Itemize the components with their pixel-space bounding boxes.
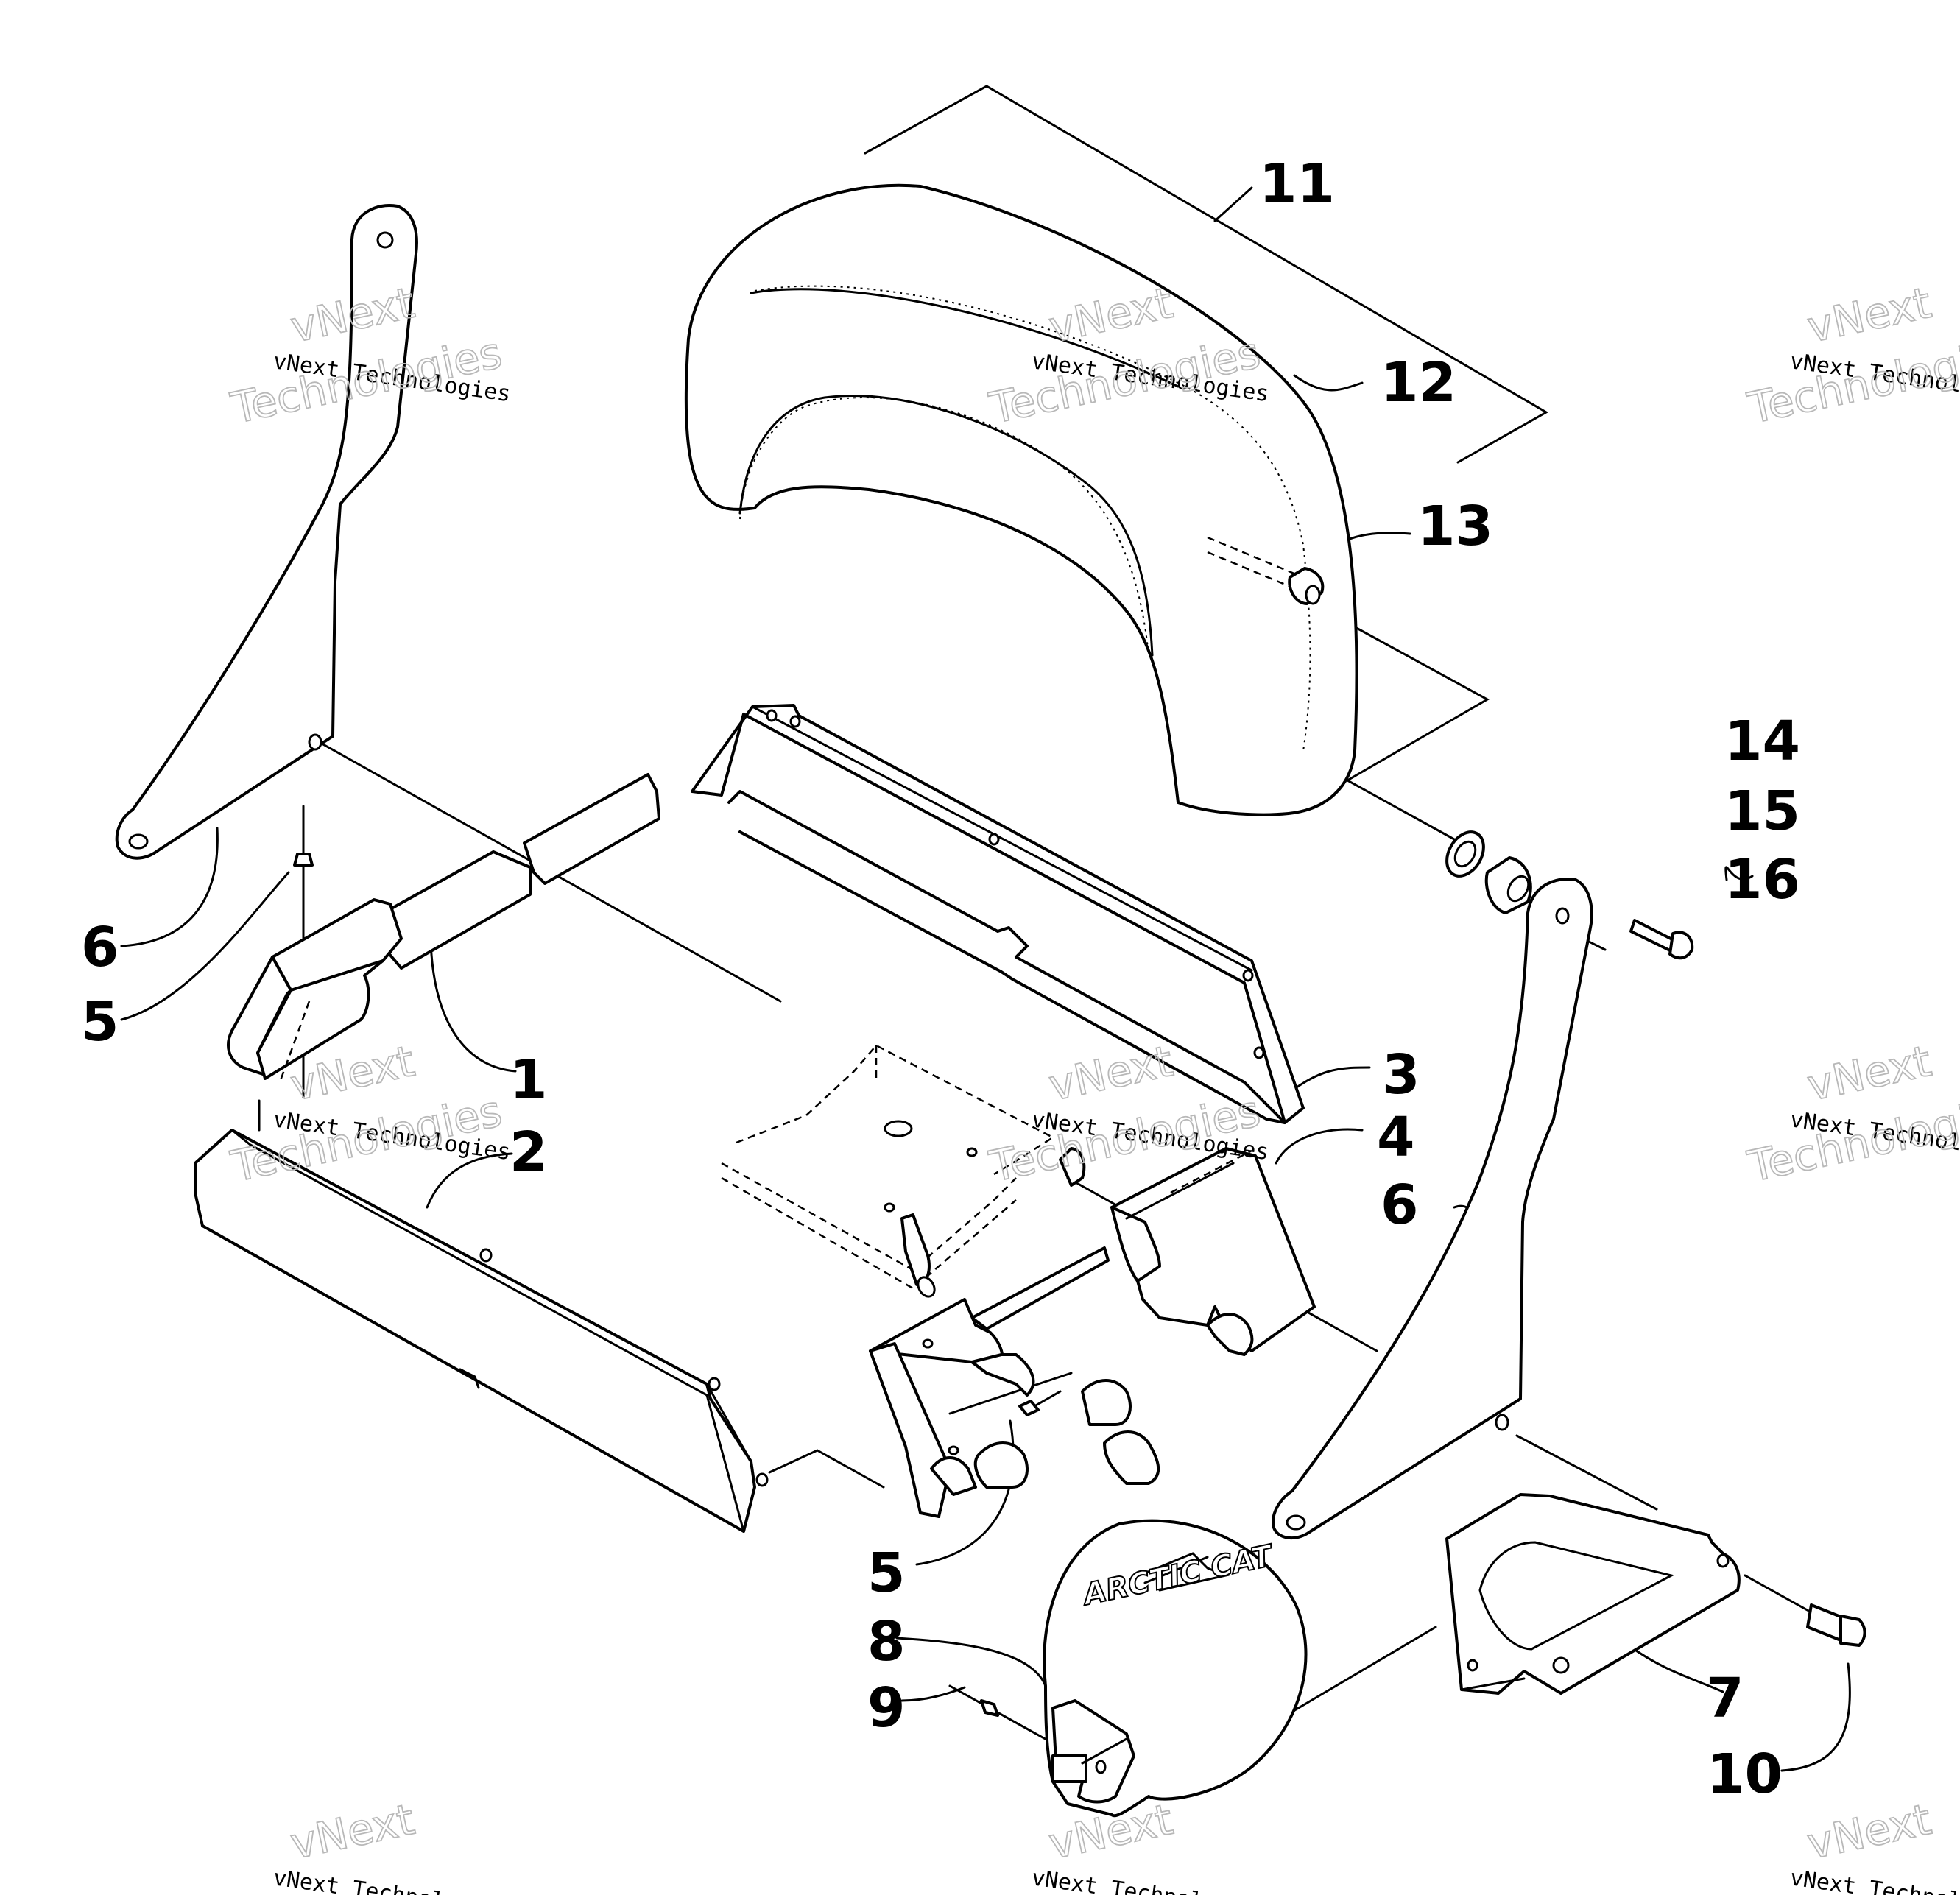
svg-text:vNext: vNext (286, 1794, 419, 1869)
callout-16: 16 (1724, 848, 1800, 911)
svg-text:Technologies: Technologies (227, 1086, 507, 1192)
callout-9: 9 (867, 1676, 906, 1740)
svg-text:vNext: vNext (1045, 1794, 1177, 1869)
callouts: 1 2 3 4 5 5 6 6 7 8 9 10 11 12 13 14 15 … (81, 152, 1800, 1806)
right-support-arm (1272, 878, 1593, 1540)
callout-5-left: 5 (81, 990, 119, 1054)
callout-5-center: 5 (867, 1542, 906, 1605)
callout-11: 11 (1259, 152, 1335, 216)
svg-text:vNext: vNext (1803, 278, 1936, 353)
callout-12: 12 (1381, 351, 1456, 414)
watermark-tile: vNext vNext Technologies Technologies (1743, 1035, 1960, 1193)
callout-6-left: 6 (81, 916, 119, 979)
lower-plate (194, 1129, 885, 1533)
seat-pan-hidden (721, 1044, 1086, 1298)
watermark-tile: vNext vNext Technologies (1030, 1793, 1271, 1895)
rivet-center (1018, 1390, 1062, 1416)
rear-bracket (691, 704, 1305, 1124)
flange-bolt (1806, 1603, 1866, 1647)
svg-text:vNext Technologies: vNext Technologies (1030, 1865, 1271, 1895)
svg-text:vNext Technologies: vNext Technologies (272, 1865, 512, 1895)
callout-2: 2 (510, 1121, 548, 1184)
callout-15: 15 (1724, 780, 1800, 843)
svg-text:vNext: vNext (1803, 1794, 1936, 1869)
front-hinge-bracket (869, 1147, 1316, 1518)
svg-text:vNext: vNext (1045, 1036, 1177, 1111)
bolt-16 (1629, 919, 1694, 960)
callout-4: 4 (1377, 1106, 1415, 1169)
svg-text:vNext Technologies: vNext Technologies (1788, 1865, 1960, 1895)
callout-1: 1 (510, 1048, 548, 1112)
callout-13: 13 (1417, 495, 1493, 558)
callout-7: 7 (1706, 1667, 1744, 1730)
watermark-tile: vNext vNext Technologies Technologies (1743, 277, 1960, 434)
callout-14: 14 (1724, 710, 1800, 773)
small-rivet (980, 1699, 999, 1717)
callout-3: 3 (1382, 1043, 1420, 1107)
side-plate-bracket (1445, 1493, 1741, 1695)
hinge-bracket-left (227, 773, 660, 1083)
left-support-arm (115, 204, 418, 860)
rivet-left (293, 805, 314, 867)
spacer (1484, 856, 1532, 914)
watermark-tile: vNext vNext Technologies (272, 1793, 512, 1895)
svg-text:vNext: vNext (1803, 1036, 1936, 1111)
callout-10: 10 (1707, 1743, 1783, 1806)
bushing (1207, 536, 1325, 605)
callout-6-right: 6 (1381, 1174, 1419, 1237)
side-cover: ARCTIC CAT (1043, 1519, 1308, 1818)
callout-8: 8 (867, 1610, 906, 1673)
watermark-tile: vNext vNext Technologies (1788, 1793, 1960, 1895)
washer (1445, 830, 1485, 878)
backrest-pad (684, 183, 1358, 816)
